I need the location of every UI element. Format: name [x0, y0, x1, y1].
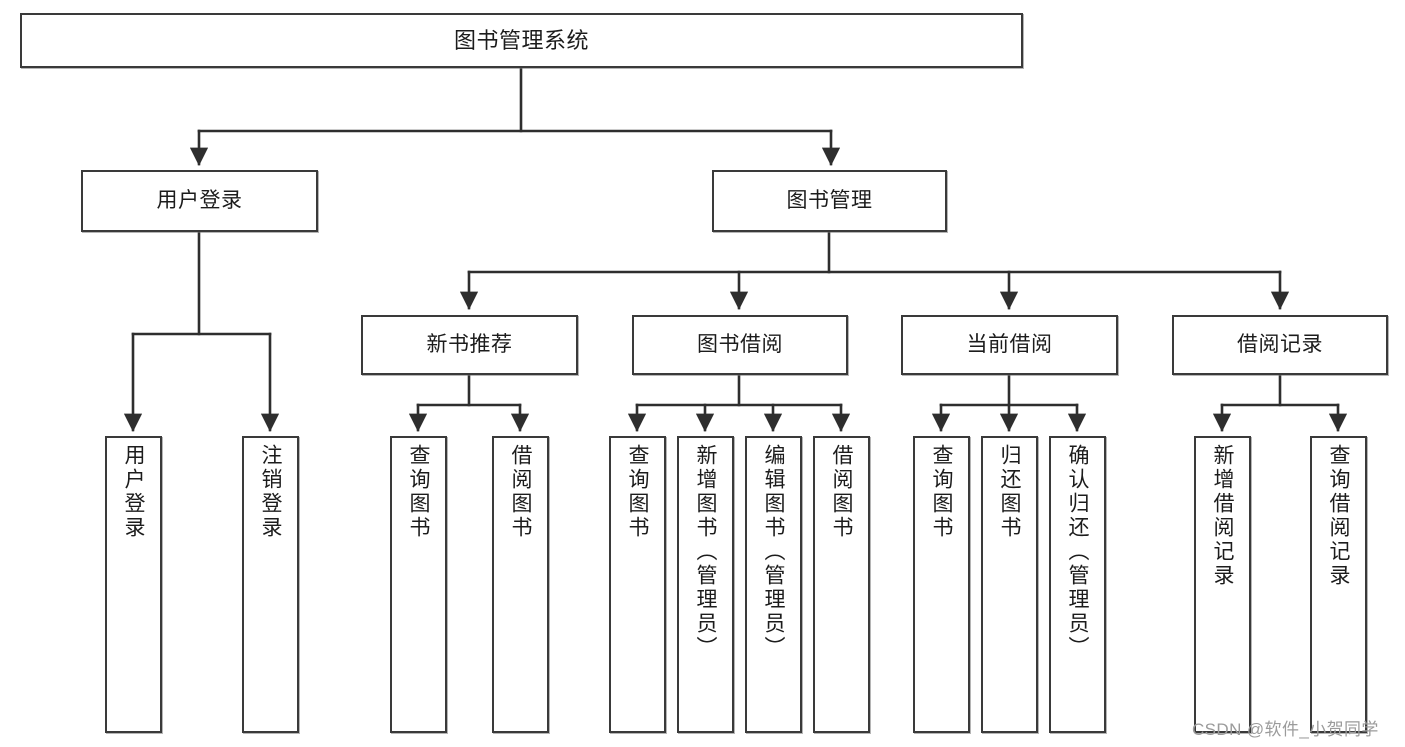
node-label: 编辑图书（管理员） — [762, 444, 785, 660]
node-label: 新书推荐 — [426, 332, 513, 356]
csdn-watermark: CSDN @软件_小贺同学 — [1192, 720, 1379, 739]
leaf-record-query-borrow-record[interactable]: 查询借阅记录 — [1310, 436, 1367, 733]
node-borrow-record[interactable]: 借阅记录 — [1172, 315, 1388, 375]
node-label: 借阅记录 — [1237, 332, 1323, 356]
leaf-borrow-edit-book-admin[interactable]: 编辑图书（管理员） — [745, 436, 802, 733]
node-new-book-recommend[interactable]: 新书推荐 — [361, 315, 578, 375]
node-book-management[interactable]: 图书管理 — [712, 170, 947, 232]
node-label: 图书管理系统 — [453, 27, 589, 53]
node-label: 新增借阅记录 — [1211, 444, 1234, 588]
node-label: 借阅图书 — [830, 444, 853, 540]
node-label: 新增图书（管理员） — [694, 444, 717, 660]
node-label: 确认归还（管理员） — [1066, 444, 1089, 660]
node-root-system[interactable]: 图书管理系统 — [20, 13, 1023, 68]
leaf-user-login[interactable]: 用户登录 — [105, 436, 162, 733]
leaf-recommend-borrow-book[interactable]: 借阅图书 — [492, 436, 549, 733]
node-label: 用户登录 — [122, 444, 145, 540]
node-label: 查询图书 — [626, 444, 649, 540]
node-label: 图书管理 — [786, 188, 873, 212]
node-label: 查询借阅记录 — [1327, 444, 1350, 588]
node-current-borrow[interactable]: 当前借阅 — [901, 315, 1118, 375]
node-label: 当前借阅 — [966, 332, 1053, 356]
leaf-user-logout[interactable]: 注销登录 — [242, 436, 299, 733]
leaf-current-confirm-return-admin[interactable]: 确认归还（管理员） — [1049, 436, 1106, 733]
node-user-login[interactable]: 用户登录 — [81, 170, 318, 232]
leaf-record-add-borrow-record[interactable]: 新增借阅记录 — [1194, 436, 1251, 733]
leaf-current-query-book[interactable]: 查询图书 — [913, 436, 970, 733]
node-book-borrow[interactable]: 图书借阅 — [632, 315, 848, 375]
node-label: 查询图书 — [407, 444, 430, 540]
node-label: 图书借阅 — [697, 332, 783, 356]
leaf-borrow-borrow-book[interactable]: 借阅图书 — [813, 436, 870, 733]
node-label: 查询图书 — [930, 444, 953, 540]
leaf-recommend-query-book[interactable]: 查询图书 — [390, 436, 447, 733]
node-label: 借阅图书 — [509, 444, 532, 540]
leaf-current-return-book[interactable]: 归还图书 — [981, 436, 1038, 733]
node-label: 用户登录 — [156, 188, 243, 212]
node-label: 注销登录 — [259, 444, 282, 540]
leaf-borrow-add-book-admin[interactable]: 新增图书（管理员） — [677, 436, 734, 733]
node-label: 归还图书 — [998, 444, 1021, 540]
leaf-borrow-query-book[interactable]: 查询图书 — [609, 436, 666, 733]
